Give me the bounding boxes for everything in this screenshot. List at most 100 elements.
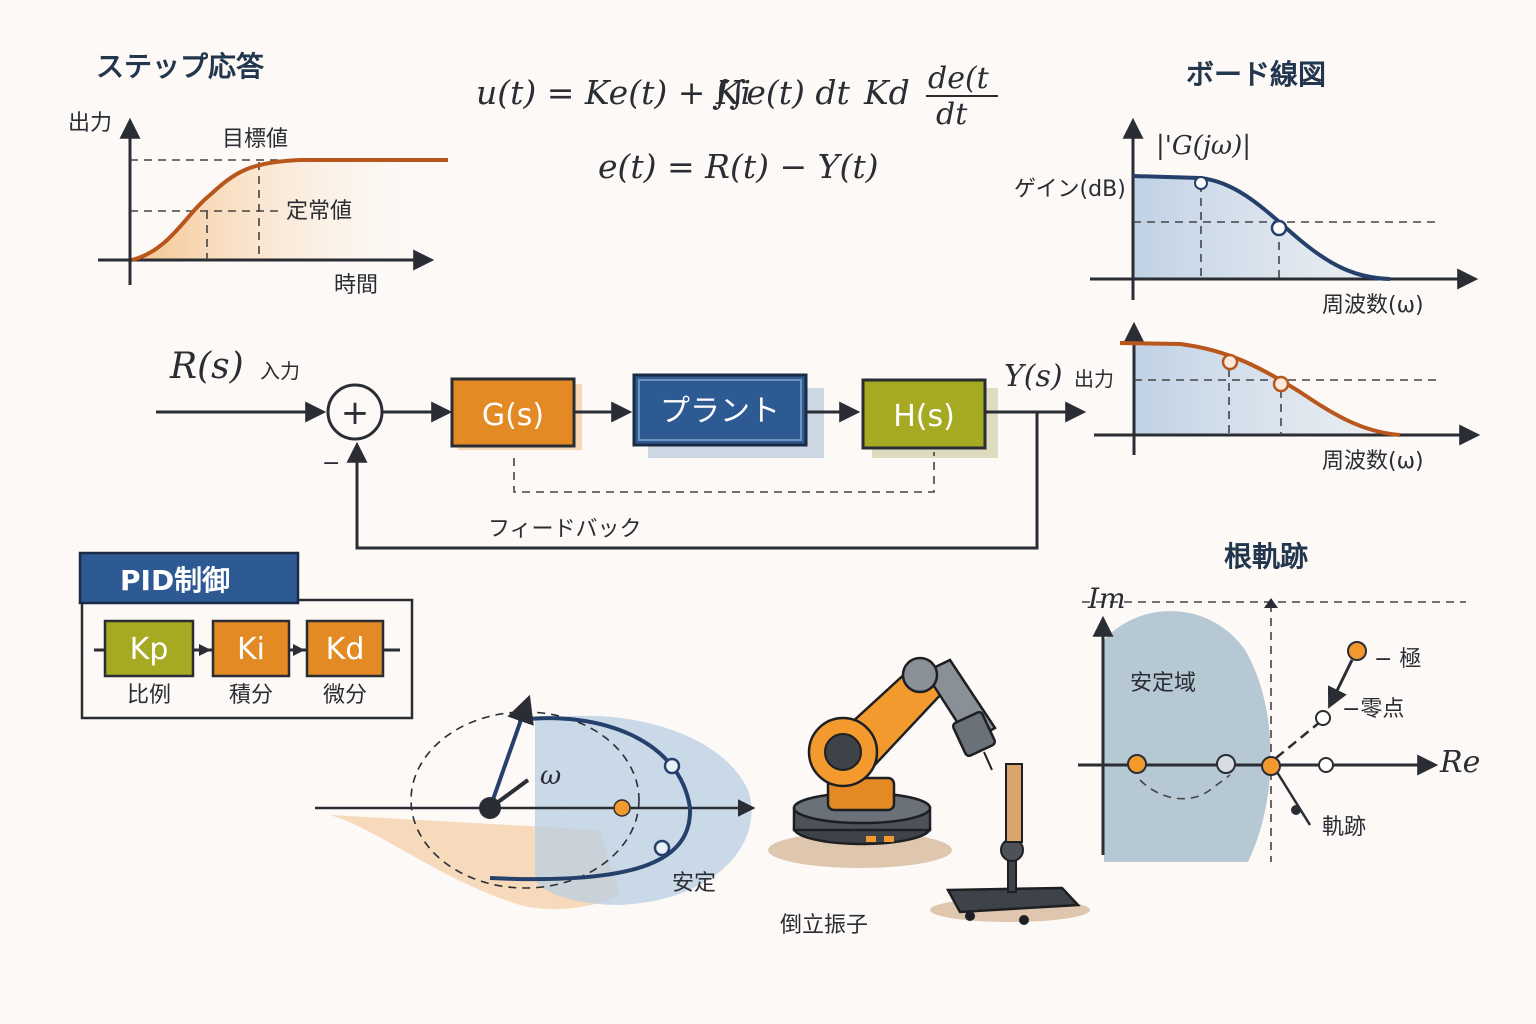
omega-label: ω bbox=[540, 761, 561, 791]
pid-title: PID制御 bbox=[120, 564, 230, 597]
pid-ki-label: Ki bbox=[237, 632, 265, 667]
pendulum-cart bbox=[945, 886, 1081, 914]
zero-1 bbox=[1216, 754, 1236, 774]
bode-gain-curve bbox=[1132, 174, 1391, 281]
stable-region bbox=[1104, 611, 1271, 862]
bode-freq-label-1: 周波数(ω) bbox=[1322, 293, 1424, 318]
pid-block-kp bbox=[103, 619, 195, 678]
pid-equation-kd: Kd bbox=[863, 73, 910, 112]
pid-arrow-1 bbox=[199, 644, 211, 656]
blue-brush-stroke bbox=[535, 715, 752, 905]
feedback-path bbox=[346, 412, 1039, 550]
bode-phase-area bbox=[1133, 343, 1400, 435]
robot-elbow-joint bbox=[901, 656, 939, 694]
output-signal-label: Y(s) bbox=[1004, 359, 1063, 394]
cart-wheel-1 bbox=[965, 911, 975, 921]
zero-legend-label: −零点 bbox=[1342, 697, 1404, 722]
step-y-label: 出力 bbox=[68, 111, 112, 136]
pid-kp-caption: 比例 bbox=[127, 683, 171, 708]
robot-shoulder-hub bbox=[824, 733, 862, 771]
pid-equation-lhs: u(t) = Ke(t) + Ki bbox=[476, 73, 751, 112]
step-response-title: ステップ応答 bbox=[96, 50, 265, 83]
zero-2 bbox=[1318, 757, 1334, 773]
pid-ki-caption: 積分 bbox=[229, 683, 273, 708]
im-axis-label: Im bbox=[1087, 582, 1126, 615]
pole-arrow bbox=[1327, 659, 1354, 709]
step-x-label: 時間 bbox=[334, 273, 378, 298]
sum-minus-sign: − bbox=[322, 451, 340, 476]
locus-branch-down bbox=[1275, 771, 1312, 826]
pid-kp-label: Kp bbox=[130, 632, 169, 667]
pid-kd-label: Kd bbox=[326, 632, 365, 667]
pid-fraction-numerator: de(t bbox=[928, 61, 990, 96]
bode-panel: ボード線図 |'G(jω)| ゲイン(dB) 周波数(ω) 周波数(ω) bbox=[1014, 58, 1481, 474]
robot-tool-tip bbox=[983, 751, 993, 771]
inner-dashed-loop bbox=[513, 452, 935, 493]
robot-caption: 倒立振子 bbox=[780, 913, 868, 938]
block-diagram: R(s) 入力 + − G(s) プラント H(s) Y(s) 出力 フィードバ… bbox=[156, 346, 1114, 550]
re-axis-label: Re bbox=[1439, 745, 1480, 780]
cart-wheel-2 bbox=[1019, 915, 1029, 925]
block-plant bbox=[632, 373, 808, 447]
locus-branch-up bbox=[1275, 721, 1321, 759]
boundary-marker bbox=[1264, 598, 1278, 608]
pole-1 bbox=[1127, 754, 1147, 774]
block-h-label: H(s) bbox=[893, 399, 955, 434]
robot-light-1 bbox=[866, 836, 876, 842]
pid-kd-caption: 微分 bbox=[323, 683, 367, 708]
pid-block-kd bbox=[305, 619, 385, 678]
bode-title: ボード線図 bbox=[1186, 58, 1326, 91]
input-signal-label: R(s) bbox=[169, 346, 244, 387]
locus-dashed-curve bbox=[1139, 774, 1231, 800]
plant-inner-border bbox=[638, 379, 802, 441]
trajectory-point-2 bbox=[653, 839, 671, 857]
pid-title-tab bbox=[78, 551, 300, 605]
block-g-label: G(s) bbox=[482, 398, 544, 433]
feedback-label: フィードバック bbox=[488, 517, 642, 542]
pole-legend-icon bbox=[1347, 641, 1367, 661]
pendulum-rod bbox=[488, 694, 534, 809]
block-h bbox=[861, 378, 987, 450]
trajectory-curve bbox=[489, 716, 693, 882]
pivot-point bbox=[479, 797, 501, 819]
pole-legend-label: − 極 bbox=[1374, 647, 1421, 672]
pole-2 bbox=[1261, 756, 1281, 776]
pid-arrow-2 bbox=[293, 644, 305, 656]
stable-region-label: 安定域 bbox=[1130, 671, 1196, 696]
bode-phase-curve bbox=[1119, 341, 1401, 437]
pid-block-ki bbox=[211, 619, 291, 678]
zero-3 bbox=[1315, 710, 1331, 726]
block-g bbox=[450, 377, 576, 448]
bode-phase-point-1 bbox=[1221, 353, 1239, 371]
step-area-fill bbox=[132, 160, 448, 260]
step-target-label: 目標値 bbox=[222, 127, 288, 152]
bode-freq-label-2: 周波数(ω) bbox=[1322, 449, 1424, 474]
stable-label: 安定 bbox=[672, 871, 716, 896]
bode-gain-label: ゲイン(dB) bbox=[1014, 177, 1126, 202]
robot-light-2 bbox=[884, 836, 894, 842]
bode-gain-point-1 bbox=[1194, 176, 1208, 190]
block-plant-label: プラント bbox=[660, 394, 780, 429]
step-response-curve bbox=[131, 158, 448, 262]
step-steady-label: 定常値 bbox=[286, 199, 352, 224]
robot-illustration: 倒立振子 bbox=[768, 656, 1090, 938]
pid-equation-integral: ∫∫e(t) dt bbox=[712, 73, 851, 112]
pid-panel: PID制御 Kp Ki Kd 比例 積分 微分 bbox=[78, 551, 414, 720]
bode-magnitude-label: |'G(jω)| bbox=[1156, 131, 1251, 161]
root-locus-panel: 根軌跡 Im Re 安定域 − 極 −零点 軌跡 bbox=[1078, 540, 1480, 862]
step-response-panel: ステップ応答 出力 目標値 定常値 時間 bbox=[68, 50, 448, 298]
trajectory-point-1 bbox=[663, 757, 681, 775]
locus-end-dot bbox=[1291, 805, 1301, 815]
sum-plus-sign: + bbox=[341, 393, 370, 433]
locus-legend-label: 軌跡 bbox=[1322, 815, 1366, 840]
pid-fraction-denominator: dt bbox=[936, 97, 968, 132]
phase-plot: ω 安定 bbox=[315, 694, 756, 910]
input-text: 入力 bbox=[260, 359, 300, 383]
output-text: 出力 bbox=[1074, 367, 1114, 391]
robot-wrist bbox=[951, 710, 997, 758]
root-locus-title: 根軌跡 bbox=[1224, 540, 1308, 573]
equilibrium-point bbox=[613, 799, 631, 817]
pendulum-rod-wood bbox=[1005, 763, 1023, 843]
error-equation: e(t) = R(t) − Y(t) bbox=[598, 147, 878, 186]
